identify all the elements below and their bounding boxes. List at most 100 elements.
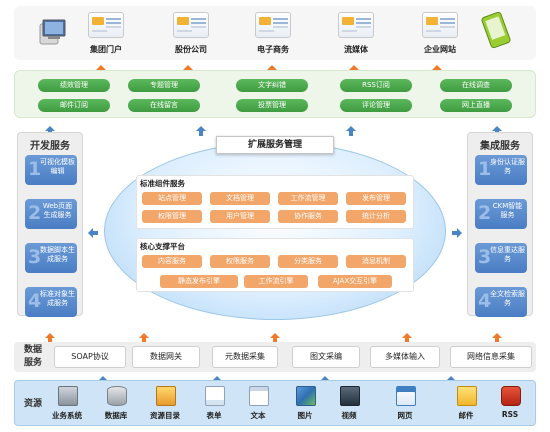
- item-label: 信息重达服务: [490, 246, 525, 263]
- text-icon: [249, 386, 269, 406]
- app-button-live[interactable]: 网上直播: [440, 99, 512, 112]
- core-button-classification[interactable]: 分类服务: [278, 255, 338, 268]
- component-button-workflow[interactable]: 工作流管理: [278, 192, 338, 205]
- app-button-topic[interactable]: 专题管理: [128, 79, 200, 92]
- site-thumbnail-3: [255, 12, 291, 38]
- app-button-performance[interactable]: 绩效管理: [38, 79, 110, 92]
- resource-label-image: 图片: [297, 411, 313, 420]
- component-button-document[interactable]: 文档管理: [210, 192, 270, 205]
- item-label: 标准对象生成服务: [40, 290, 75, 307]
- resource-label-mail: 邮件: [458, 411, 474, 420]
- mail-icon: [457, 386, 477, 406]
- database-icon: [107, 386, 127, 406]
- component-button-site[interactable]: 站点管理: [142, 192, 202, 205]
- item-label: CKM智能服务: [492, 202, 523, 219]
- arrow-up-icon: [492, 121, 502, 136]
- data-service-gateway[interactable]: 数据网关: [132, 346, 200, 368]
- item-number: 3: [28, 246, 42, 268]
- app-button-text-correct[interactable]: 文字纠错: [236, 79, 308, 92]
- arrow-up-icon: [270, 328, 280, 343]
- app-button-message[interactable]: 在线留言: [128, 99, 200, 112]
- item-label: 身份认证服务: [490, 158, 525, 175]
- data-service-metadata[interactable]: 元数据采集: [212, 346, 278, 368]
- site-label-corp[interactable]: 股份公司: [175, 45, 207, 54]
- arrow-up-icon: [196, 121, 206, 136]
- form-icon: [205, 386, 225, 406]
- site-label-streaming[interactable]: 流媒体: [344, 45, 368, 54]
- data-services-label: 数据服务: [24, 345, 43, 368]
- core-button-static-publish[interactable]: 静态发布引擎: [160, 275, 238, 288]
- resource-label-database: 数据库: [104, 411, 128, 420]
- arrow-right-icon: [452, 223, 462, 238]
- site-thumbnail-4: [338, 12, 374, 38]
- item-number: 4: [478, 290, 492, 312]
- site-label-ecommerce[interactable]: 电子商务: [257, 45, 289, 54]
- arrow-up-icon: [45, 121, 55, 136]
- arrow-up-icon: [432, 60, 442, 75]
- resource-label-webpage: 网页: [397, 411, 413, 420]
- component-button-user[interactable]: 用户管理: [210, 210, 270, 223]
- dev-service-item[interactable]: 1 可视化模板编辑: [25, 155, 77, 185]
- business-system-icon: [58, 386, 78, 406]
- dev-service-item[interactable]: 3 数据脚本生成服务: [25, 243, 77, 273]
- integration-service-item[interactable]: 1 身份认证服务: [475, 155, 527, 185]
- integration-service-item[interactable]: 3 信息重达服务: [475, 243, 527, 273]
- item-label: 数据脚本生成服务: [40, 246, 75, 263]
- site-label-group-portal[interactable]: 集团门户: [90, 45, 122, 54]
- rss-icon: [501, 386, 521, 406]
- video-icon: [340, 386, 360, 406]
- item-number: 2: [478, 202, 492, 224]
- core-button-permission[interactable]: 权限服务: [210, 255, 270, 268]
- integration-service-item[interactable]: 2 CKM智能服务: [475, 199, 527, 229]
- component-button-statistics[interactable]: 统计分析: [346, 210, 406, 223]
- resource-label-text: 文本: [250, 411, 266, 420]
- item-label: 全文检索服务: [490, 290, 525, 307]
- core-button-ajax-engine[interactable]: AJAX交互引擎: [318, 275, 392, 288]
- site-thumbnail-5: [422, 12, 458, 38]
- arrow-up-icon: [139, 328, 149, 343]
- core-button-workflow-engine[interactable]: 工作流引擎: [244, 275, 308, 288]
- core-button-content[interactable]: 内容服务: [142, 255, 202, 268]
- data-service-web-collect[interactable]: 网络信息采集: [450, 346, 532, 368]
- integration-services-title: 集成服务: [480, 141, 520, 152]
- data-service-soap[interactable]: SOAP协议: [54, 346, 126, 368]
- dev-services-panel: 开发服务 1 可视化模板编辑 2 Web页面生成服务 3 数据脚本生成服务 4 …: [17, 132, 83, 317]
- item-number: 1: [478, 158, 492, 180]
- dev-service-item[interactable]: 4 标准对象生成服务: [25, 287, 77, 317]
- resource-label-business: 业务系统: [52, 411, 82, 420]
- item-number: 1: [28, 158, 42, 180]
- extension-ellipse: [104, 142, 446, 320]
- site-label-enterprise-site[interactable]: 企业网站: [424, 45, 456, 54]
- component-button-collaboration[interactable]: 协作服务: [278, 210, 338, 223]
- item-number: 2: [28, 202, 42, 224]
- data-service-multimedia[interactable]: 多媒体输入: [370, 346, 440, 368]
- item-number: 3: [478, 246, 492, 268]
- item-label: 可视化模板编辑: [40, 158, 75, 175]
- resource-label-rss: RSS: [501, 410, 519, 419]
- component-button-permission[interactable]: 权限管理: [142, 210, 202, 223]
- arrow-up-icon: [183, 60, 193, 75]
- app-button-survey[interactable]: 在线调查: [440, 79, 512, 92]
- data-service-editing[interactable]: 图文采编: [292, 346, 360, 368]
- app-button-mail-subscribe[interactable]: 邮件订阅: [38, 99, 110, 112]
- app-button-rss[interactable]: RSS订阅: [340, 79, 412, 92]
- dev-service-item[interactable]: 2 Web页面生成服务: [25, 199, 77, 229]
- site-thumbnail-2: [173, 12, 209, 38]
- resource-catalog-icon: [156, 386, 176, 406]
- core-platform-title: 核心支撑平台: [140, 242, 185, 251]
- integration-service-item[interactable]: 4 全文检索服务: [475, 287, 527, 317]
- phone-icon: [478, 11, 512, 50]
- resource-label-video: 视频: [341, 411, 357, 420]
- app-button-vote[interactable]: 投票管理: [236, 99, 308, 112]
- webpage-icon: [396, 386, 416, 406]
- app-button-comment[interactable]: 评论管理: [340, 99, 412, 112]
- core-button-message[interactable]: 消息机制: [346, 255, 406, 268]
- component-button-publish[interactable]: 发布管理: [346, 192, 406, 205]
- arrow-up-icon: [349, 60, 359, 75]
- extension-services-title: 扩展服务管理: [216, 136, 334, 154]
- arrow-up-icon: [96, 60, 106, 75]
- item-number: 4: [28, 290, 42, 312]
- site-thumbnail-1: [88, 12, 124, 38]
- arrow-up-icon: [45, 328, 55, 343]
- arrow-up-icon: [492, 328, 502, 343]
